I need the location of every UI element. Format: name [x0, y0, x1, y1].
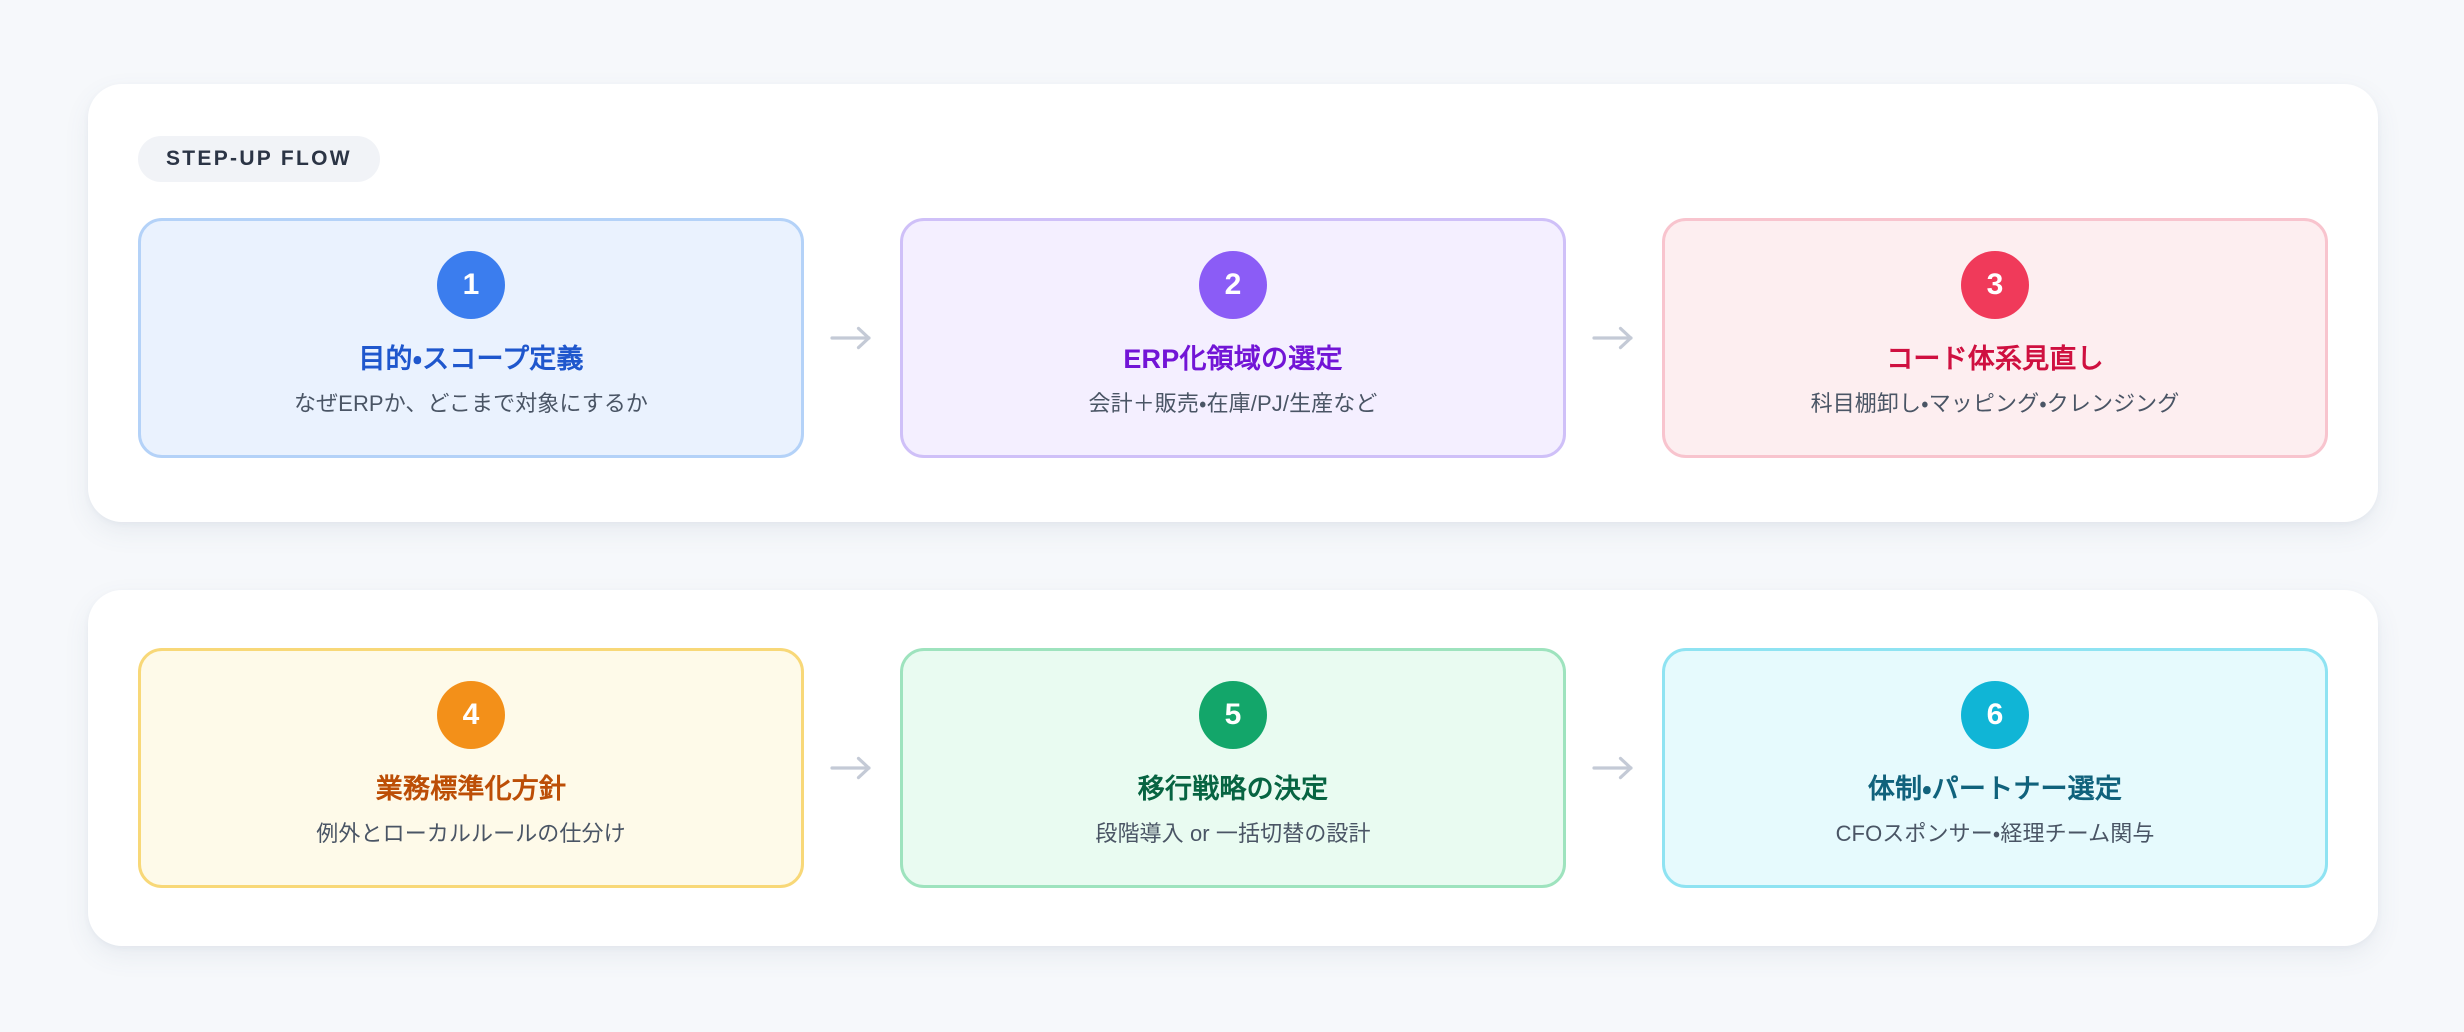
- step-number-badge-3: 3: [1961, 251, 2029, 319]
- flow-panel-1: STEP-UP FLOW 1 目的・スコープ定義 なぜERPか、どこまで対象にす…: [88, 84, 2378, 522]
- step-card-6[interactable]: 6 体制・パートナー選定 CFOスポンサー・経理チーム関与: [1662, 648, 2328, 888]
- step-card-4[interactable]: 4 業務標準化方針 例外とローカルルールの仕分け: [138, 648, 804, 888]
- step-number-badge-1: 1: [437, 251, 505, 319]
- step-number-badge-6: 6: [1961, 681, 2029, 749]
- arrow-right-icon-1: [804, 325, 900, 351]
- section-badge-step-up-flow: STEP-UP FLOW: [138, 136, 380, 182]
- step-description-6: CFOスポンサー・経理チーム関与: [1835, 821, 2155, 847]
- step-number-badge-4: 4: [437, 681, 505, 749]
- flow-row-2: 4 業務標準化方針 例外とローカルルールの仕分け 5 移行戦略の決定 段階導入 …: [138, 648, 2328, 888]
- section-badge-row: STEP-UP FLOW: [138, 136, 380, 182]
- arrow-right-icon-3: [804, 755, 900, 781]
- step-number-badge-2: 2: [1199, 251, 1267, 319]
- arrow-right-icon-2: [1566, 325, 1662, 351]
- step-title-6: 体制・パートナー選定: [1867, 774, 2123, 804]
- step-card-2[interactable]: 2 ERP化領域の選定 会計＋販売・在庫/PJ/生産など: [900, 218, 1566, 458]
- step-description-5: 段階導入 or 一括切替の設計: [1095, 821, 1371, 847]
- step-title-5: 移行戦略の決定: [1137, 774, 1329, 804]
- step-title-3: コード体系見直し: [1886, 344, 2104, 374]
- step-number-badge-5: 5: [1199, 681, 1267, 749]
- step-card-1[interactable]: 1 目的・スコープ定義 なぜERPか、どこまで対象にするか: [138, 218, 804, 458]
- step-title-4: 業務標準化方針: [375, 774, 567, 804]
- step-title-2: ERP化領域の選定: [1123, 344, 1343, 374]
- step-description-1: なぜERPか、どこまで対象にするか: [293, 391, 649, 417]
- step-description-4: 例外とローカルルールの仕分け: [316, 821, 626, 847]
- step-description-2: 会計＋販売・在庫/PJ/生産など: [1088, 391, 1378, 417]
- step-card-3[interactable]: 3 コード体系見直し 科目棚卸し・マッピング・クレンジング: [1662, 218, 2328, 458]
- step-description-3: 科目棚卸し・マッピング・クレンジング: [1810, 391, 2180, 417]
- step-card-5[interactable]: 5 移行戦略の決定 段階導入 or 一括切替の設計: [900, 648, 1566, 888]
- flow-row-1: 1 目的・スコープ定義 なぜERPか、どこまで対象にするか 2 ERP化領域の選…: [138, 218, 2328, 458]
- flow-panel-2: 4 業務標準化方針 例外とローカルルールの仕分け 5 移行戦略の決定 段階導入 …: [88, 590, 2378, 946]
- arrow-right-icon-4: [1566, 755, 1662, 781]
- step-title-1: 目的・スコープ定義: [358, 344, 584, 374]
